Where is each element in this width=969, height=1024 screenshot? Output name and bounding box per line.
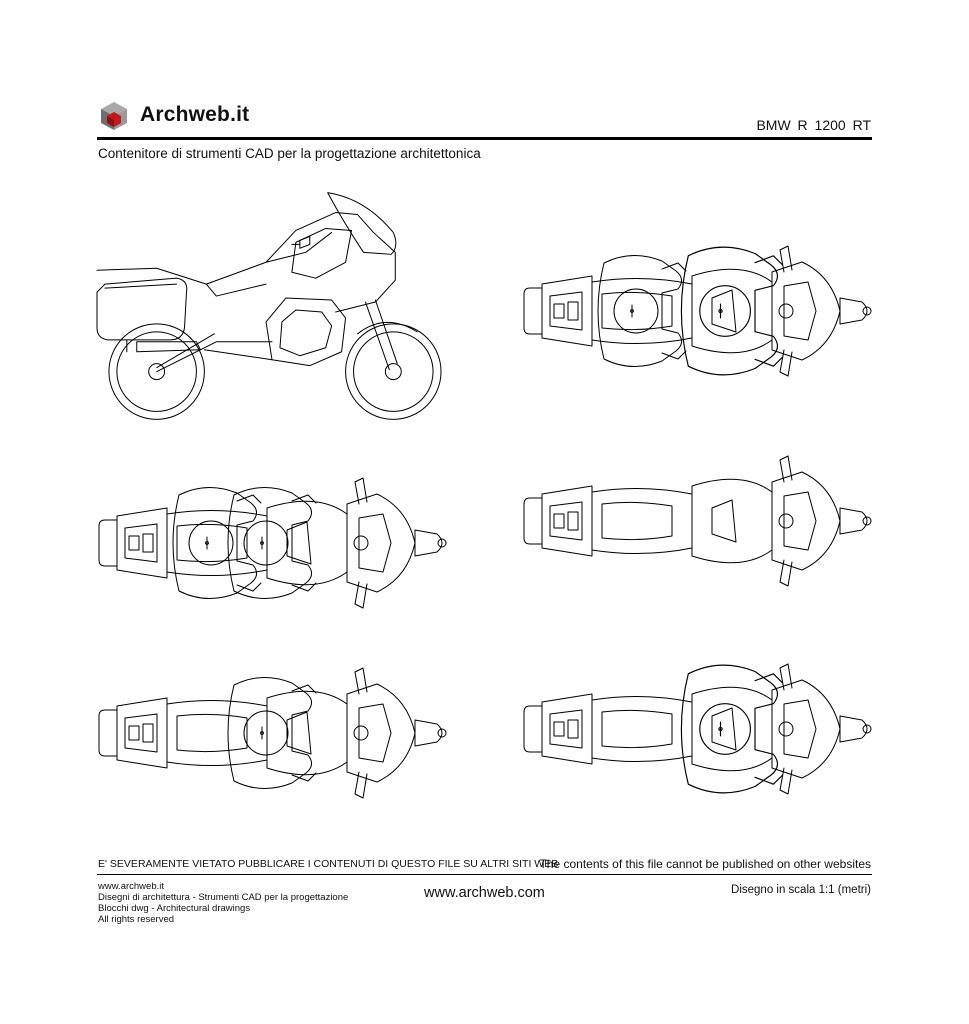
footer-line-rights: All rights reserved [98, 914, 175, 925]
footer-line-site: www.archweb.it [98, 881, 164, 892]
motorcycle-top-view-one-rider [523, 245, 872, 377]
motorcycle-top-view-rider-left [98, 667, 447, 799]
archweb-logo-icon [101, 102, 127, 130]
motorcycle-top-view-two-riders [98, 477, 447, 609]
footer-divider [97, 874, 872, 875]
footer-line-blocks: Blocchi dwg - Architectural drawings [98, 903, 251, 914]
brand-name: Archweb.it [140, 103, 250, 126]
subtitle: Contenitore di strumenti CAD per la prog… [98, 146, 481, 161]
motorcycle-top-view-empty [523, 455, 872, 587]
drawing-scale: Disegno in scala 1:1 (metri) [731, 884, 871, 896]
copyright-warning-english: The contents of this file cannot be publ… [539, 857, 871, 871]
copyright-warning-italian: E' SEVERAMENTE VIETATO PUBBLICARE I CONT… [98, 858, 559, 870]
motorcycle-side-view [96, 192, 442, 420]
footer-line-drawings: Disegni di architettura - Strumenti CAD … [98, 892, 349, 903]
motorcycle-top-view-rider-right [523, 663, 872, 795]
header-divider [97, 137, 872, 140]
model-title: BMW R 1200 RT [756, 117, 871, 133]
footer-url: www.archweb.com [424, 885, 545, 901]
footer-credits: www.archweb.it Disegni di architettura -… [98, 881, 348, 925]
